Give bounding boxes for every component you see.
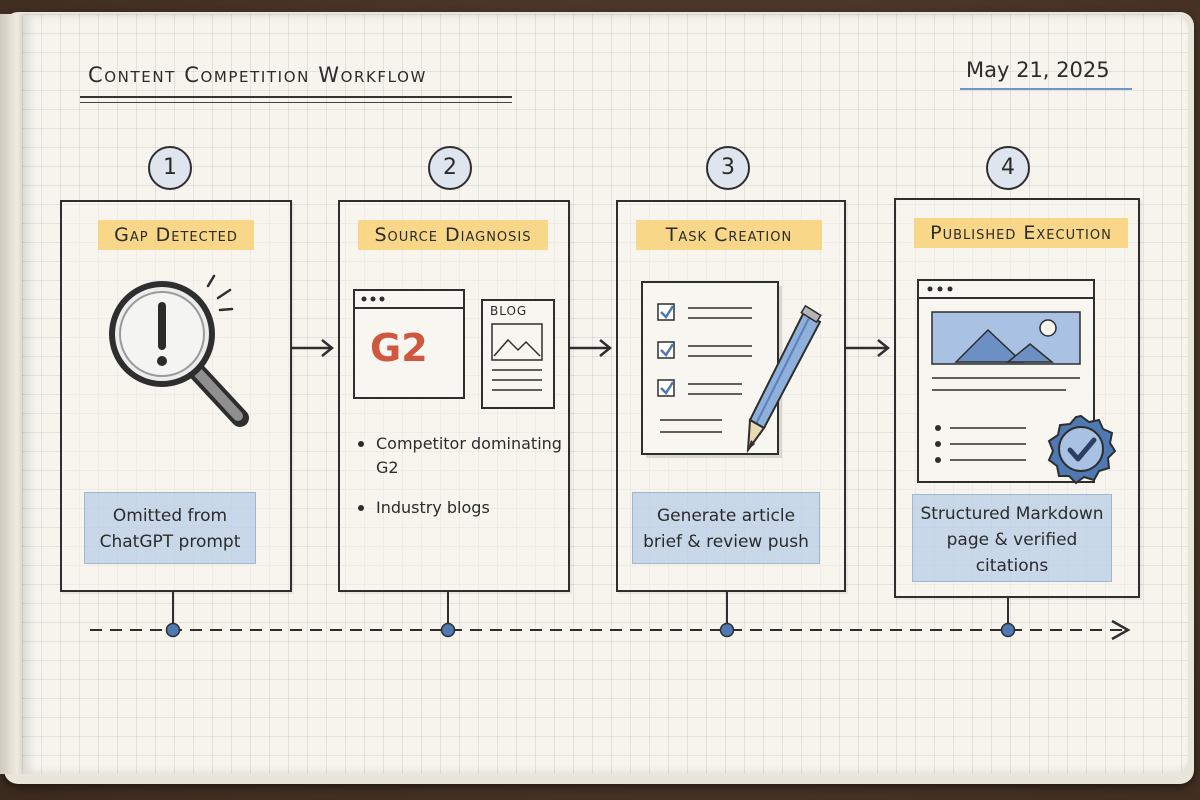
bullet-text: Industry blogs xyxy=(376,498,490,517)
notebook-spine xyxy=(0,14,24,774)
g2-logo-text: G2 xyxy=(370,326,428,370)
page-title: Content Competition Workflow xyxy=(88,63,427,87)
timeline-arrow-icon xyxy=(1111,619,1131,641)
page-date: May 21, 2025 xyxy=(966,58,1110,82)
step-card-task-creation: Task Creation Generate article brief & r… xyxy=(616,200,846,592)
step-note: Structured Markdown page & verified cita… xyxy=(912,494,1112,582)
magnifier-exclamation-icon xyxy=(109,274,249,427)
note-line-1: Structured Markdown xyxy=(920,504,1104,524)
step-number-2: 2 xyxy=(428,146,472,190)
pencil-icon xyxy=(746,304,822,454)
note-line-1: Omitted from xyxy=(112,506,228,526)
step-number-4: 4 xyxy=(986,146,1030,190)
browser-window-icon xyxy=(353,289,465,399)
timeline-dot xyxy=(719,622,735,638)
step-label: Source Diagnosis xyxy=(358,220,548,250)
title-underline-double xyxy=(80,102,512,103)
blog-page-icon xyxy=(481,299,555,409)
timeline-dot xyxy=(1000,622,1016,638)
step-number-1: 1 xyxy=(148,146,192,190)
step-card-gap-detected: Gap Detected Omitted from ChatGPT prompt xyxy=(60,200,292,592)
step-note: Generate article brief & review push xyxy=(632,492,820,564)
note-line-2: brief & review push xyxy=(643,532,809,552)
bullet-item: Industry blogs xyxy=(358,496,490,520)
note-line-2: ChatGPT prompt xyxy=(99,532,241,552)
checklist-icon xyxy=(641,281,782,458)
bullet-text: Competitor dominating xyxy=(376,434,562,453)
arrow-right-icon xyxy=(568,339,613,357)
step-label: Gap Detected xyxy=(98,220,254,250)
arrow-right-icon xyxy=(290,339,335,357)
note-line-2: page & verified xyxy=(946,530,1078,550)
step-card-published-execution: Published Execution Structured Markdown … xyxy=(894,198,1140,598)
note-line-1: Generate article xyxy=(656,506,796,526)
step-number-3: 3 xyxy=(706,146,750,190)
date-underline xyxy=(960,88,1132,90)
step-card-source-diagnosis: Source Diagnosis G2 BLOG Competitor domi… xyxy=(338,200,570,592)
note-line-3: citations xyxy=(975,556,1049,576)
step-note: Omitted from ChatGPT prompt xyxy=(84,492,256,564)
step-label: Task Creation xyxy=(636,220,822,250)
title-underline xyxy=(80,96,512,98)
timeline-dot xyxy=(165,622,181,638)
arrow-right-icon xyxy=(846,339,891,357)
timeline-dot xyxy=(440,622,456,638)
blog-label: BLOG xyxy=(490,304,528,318)
step-label: Published Execution xyxy=(914,218,1128,248)
bullet-item: Competitor dominating G2 xyxy=(358,432,562,480)
verified-badge-icon xyxy=(1047,414,1117,485)
bullet-text-cont: G2 xyxy=(376,458,399,477)
